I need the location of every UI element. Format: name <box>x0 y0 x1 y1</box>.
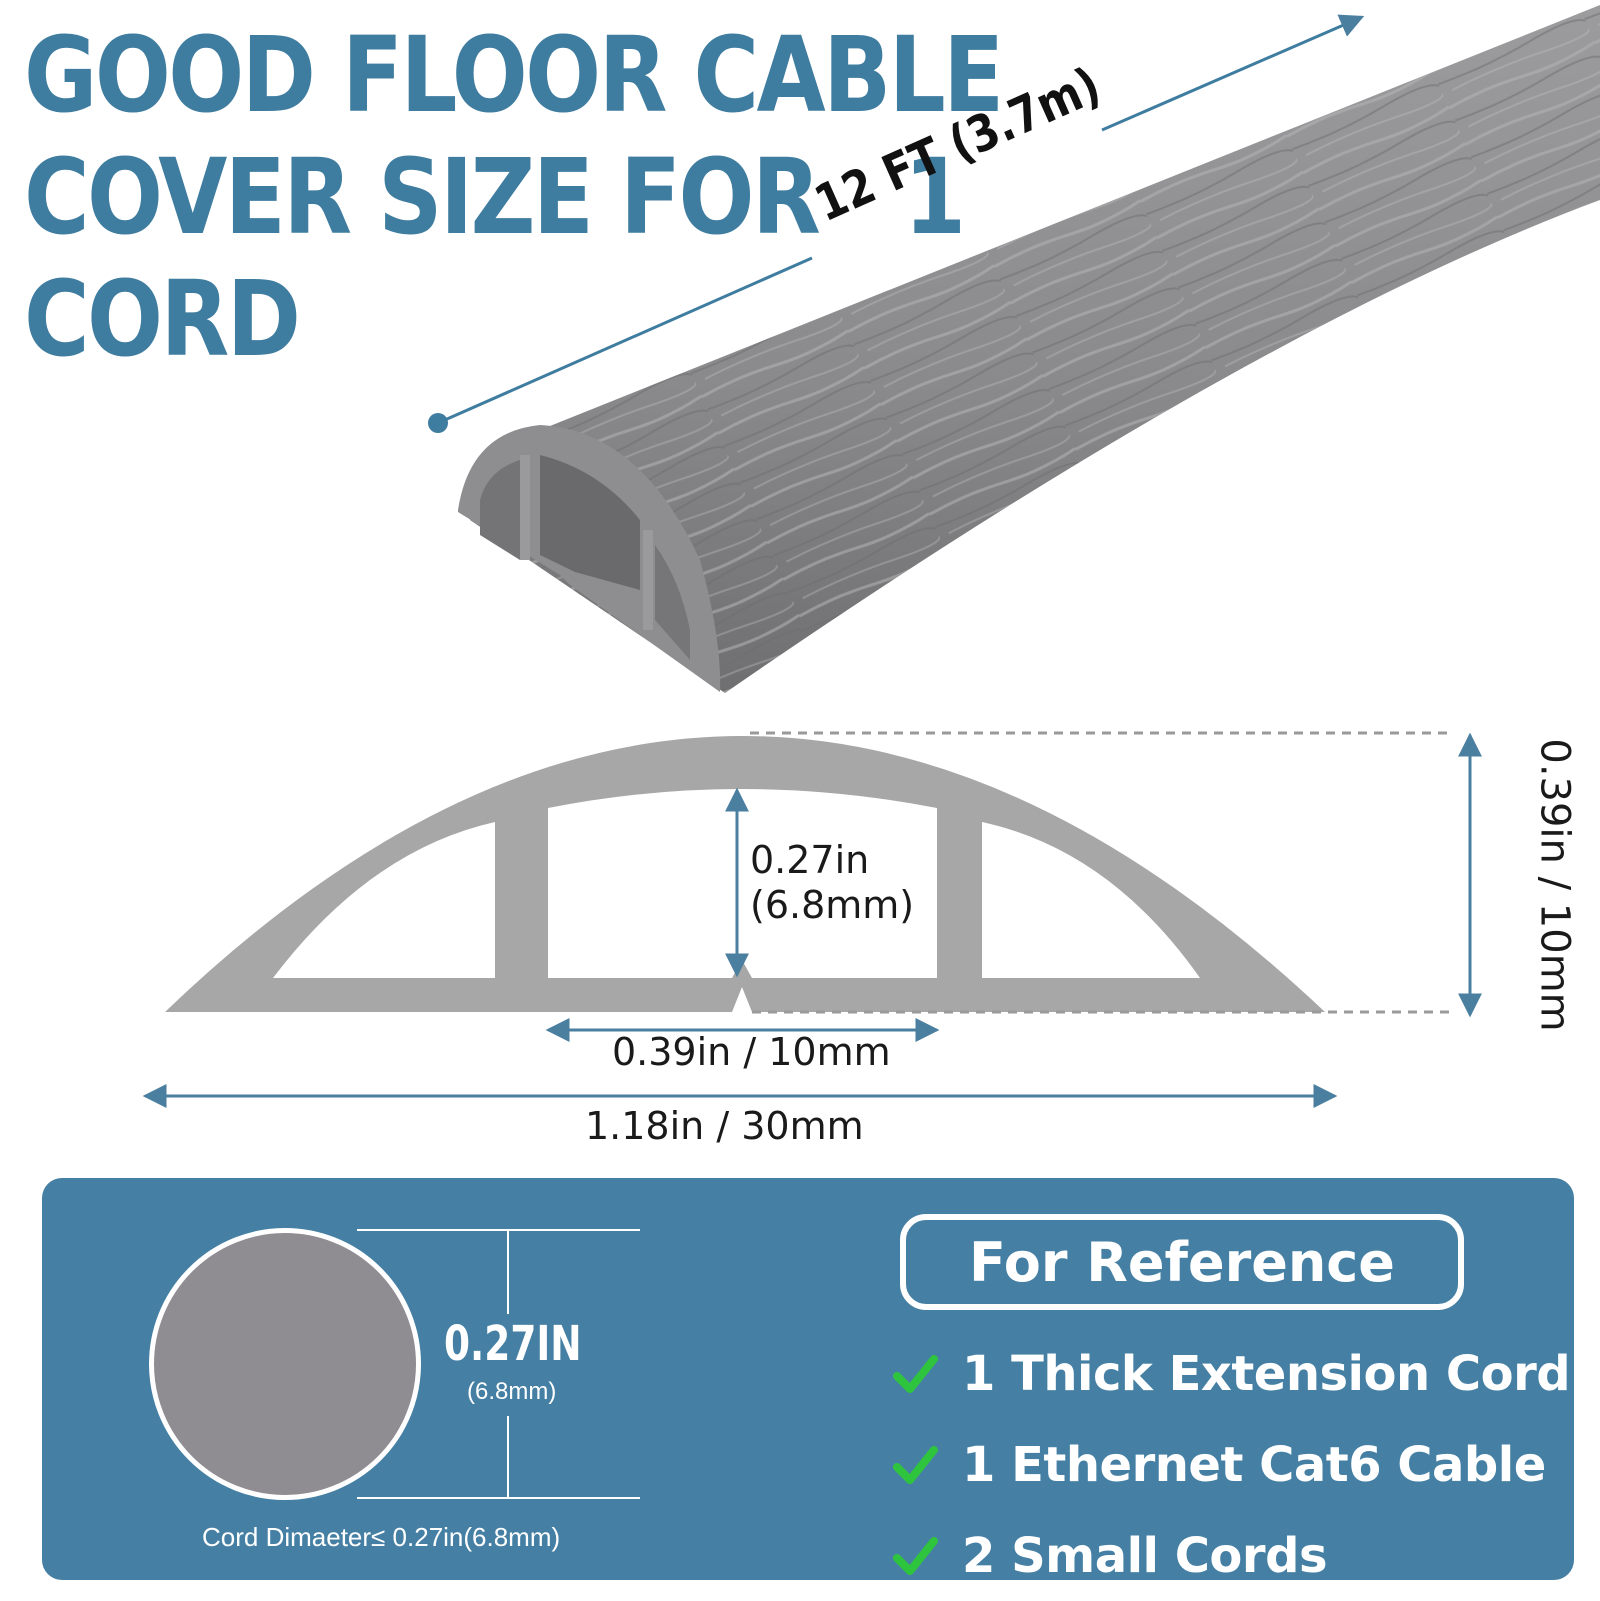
reference-title-box: For Reference <box>900 1214 1464 1310</box>
cord-size-mm-label: (6.8mm) <box>467 1378 557 1405</box>
cable-cover-3d <box>458 5 1600 693</box>
cord-size-indicator <box>357 1229 640 1499</box>
total-height-label: 0.39in / 10mm <box>1531 738 1578 1032</box>
length-line-upper <box>1101 14 1365 132</box>
list-item: 2 Small Cords <box>892 1510 1570 1601</box>
inner-height-label: 0.27in <box>750 838 870 882</box>
reference-panel: 0.27IN (6.8mm) Cord Dimaeter≤ 0.27in(6.8… <box>42 1178 1574 1584</box>
reference-item-label: 1 Ethernet Cat6 Cable <box>962 1436 1546 1493</box>
total-width-label: 1.18in / 30mm <box>585 1104 864 1148</box>
reference-item-label: 2 Small Cords <box>962 1527 1328 1584</box>
list-item: 1 Ethernet Cat6 Cable <box>892 1419 1570 1510</box>
length-start-dot <box>428 413 448 433</box>
cord-circle-icon <box>149 1228 421 1500</box>
reference-title: For Reference <box>969 1230 1395 1294</box>
reference-list: 1 Thick Extension Cord 1 Ethernet Cat6 C… <box>892 1328 1571 1601</box>
product-illustration <box>142 5 1600 1108</box>
profile-cross-section <box>165 736 1325 1012</box>
list-item: 1 Thick Extension Cord <box>892 1328 1571 1419</box>
check-icon <box>893 1536 938 1575</box>
cord-size-label: 0.27IN <box>444 1316 582 1372</box>
length-dimension <box>428 14 1365 433</box>
cord-diameter-caption: Cord Dimaeter≤ 0.27in(6.8mm) <box>202 1522 561 1552</box>
headline-line-3: CORD <box>24 258 301 380</box>
check-icon <box>893 1445 938 1484</box>
channel-width-label: 0.39in / 10mm <box>612 1030 891 1074</box>
length-line-lower <box>437 256 813 425</box>
check-icon <box>893 1354 938 1393</box>
reference-item-label: 1 Thick Extension Cord <box>962 1345 1571 1402</box>
inner-height-mm-label: (6.8mm) <box>750 883 915 927</box>
